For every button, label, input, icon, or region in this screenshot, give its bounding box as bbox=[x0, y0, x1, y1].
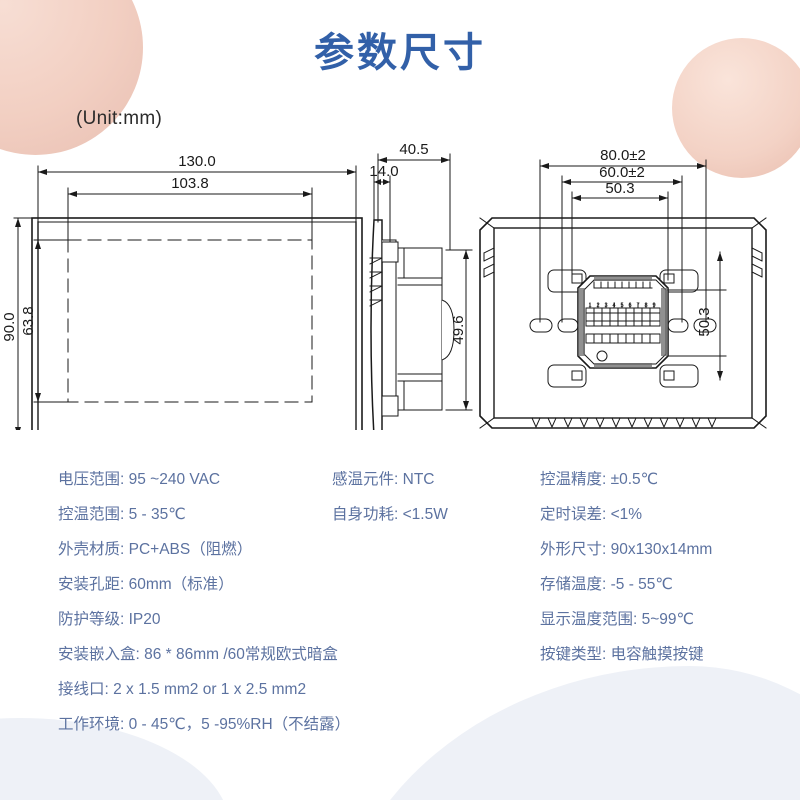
screw-slot-right-outer bbox=[693, 318, 717, 333]
spec-value: <1.5W bbox=[398, 506, 448, 523]
spec-key: 控温精度: bbox=[540, 471, 607, 488]
spec-value: 95 ~240 VAC bbox=[124, 471, 221, 488]
dim-rear-box-width: 50.3 bbox=[605, 180, 634, 197]
spec-key: 存储温度: bbox=[540, 576, 607, 593]
spec-row: 电压范围: 95 ~240 VAC bbox=[58, 462, 348, 497]
spec-row: 存储温度: -5 - 55℃ bbox=[540, 567, 790, 602]
spec-row: 按键类型: 电容触摸按键 bbox=[540, 637, 790, 672]
spec-value: ±0.5℃ bbox=[606, 471, 659, 488]
spec-value: 0 - 45℃，5 -95%RH（不结露） bbox=[124, 716, 351, 733]
svg-text:5: 5 bbox=[620, 303, 624, 309]
dim-side-backbox-height: 49.6 bbox=[450, 315, 467, 344]
dim-front-height-inner: 63.8 bbox=[20, 306, 37, 335]
dim-rear-screw-outer: 80.0±2 bbox=[600, 147, 646, 164]
svg-text:9: 9 bbox=[652, 303, 656, 309]
spec-value: 5~99℃ bbox=[637, 611, 694, 628]
spec-value: -5 - 55℃ bbox=[606, 576, 673, 593]
spec-row: 定时误差: <1% bbox=[540, 497, 790, 532]
dim-rear-screw-inner: 60.0±2 bbox=[599, 164, 645, 181]
rear-view-left-vents bbox=[483, 247, 495, 278]
front-view-outer-body bbox=[31, 217, 363, 430]
spec-row: 外形尺寸: 90x130x14mm bbox=[540, 532, 790, 567]
spec-value: IP20 bbox=[124, 611, 161, 628]
page-title: 参数尺寸 bbox=[314, 30, 486, 75]
dim-front-width-inner: 103.8 bbox=[171, 175, 209, 192]
front-view-group bbox=[13, 165, 363, 430]
spec-key: 显示温度范围: bbox=[540, 611, 638, 628]
spec-key: 接线口: bbox=[58, 681, 109, 698]
spec-key: 控温范围: bbox=[58, 506, 125, 523]
svg-text:6: 6 bbox=[628, 303, 632, 309]
spec-key: 安装嵌入盒: bbox=[58, 646, 140, 663]
spec-value: NTC bbox=[398, 471, 435, 488]
rear-view-bottom-vents bbox=[531, 417, 717, 429]
spec-row: 自身功耗: <1.5W bbox=[332, 497, 532, 532]
spec-key: 外形尺寸: bbox=[540, 541, 607, 558]
spec-key: 电压范围: bbox=[58, 471, 125, 488]
dim-rear-box-height: 50.3 bbox=[696, 307, 713, 336]
spec-key: 工作环境: bbox=[58, 716, 125, 733]
svg-text:7: 7 bbox=[636, 303, 640, 309]
spec-row: 安装嵌入盒: 86 * 86mm /60常规欧式暗盒 bbox=[58, 637, 348, 672]
terminal-block bbox=[585, 302, 661, 344]
screw-slot-left-inner bbox=[557, 318, 579, 333]
screw-slot-left-outer bbox=[529, 318, 553, 333]
spec-row: 外壳材质: PC+ABS（阻燃） bbox=[58, 532, 348, 567]
drawing-svg: 130.0 103.8 90.0 63.8 40.5 14.0 49.6 80.… bbox=[1, 141, 767, 430]
svg-text:4: 4 bbox=[612, 303, 616, 309]
svg-text:1: 1 bbox=[588, 303, 592, 309]
spec-key: 外壳材质: bbox=[58, 541, 125, 558]
spec-value: 86 * 86mm /60常规欧式暗盒 bbox=[139, 646, 338, 663]
spec-value: 电容触摸按键 bbox=[606, 646, 704, 663]
dimension-drawing: 130.0 103.8 90.0 63.8 40.5 14.0 49.6 80.… bbox=[0, 130, 800, 430]
spec-key: 安装孔距: bbox=[58, 576, 125, 593]
dim-front-width-outer: 130.0 bbox=[178, 153, 216, 170]
spec-key: 防护等级: bbox=[58, 611, 125, 628]
backbox-top-slots bbox=[593, 281, 653, 289]
dim-side-panel-thickness: 14.0 bbox=[369, 163, 398, 180]
spec-row: 防护等级: IP20 bbox=[58, 602, 348, 637]
side-view-group bbox=[369, 153, 473, 430]
spec-row: 接线口: 2 x 1.5 mm2 or 1 x 2.5 mm2 bbox=[58, 672, 348, 707]
rear-view-right-vents bbox=[751, 247, 763, 278]
svg-text:3: 3 bbox=[604, 303, 608, 309]
dim-side-depth: 40.5 bbox=[399, 141, 428, 158]
side-view-fins bbox=[369, 257, 383, 307]
spec-value: 2 x 1.5 mm2 or 1 x 2.5 mm2 bbox=[108, 681, 307, 698]
side-view-front-panel bbox=[370, 219, 383, 430]
screw-slot-right-inner bbox=[667, 318, 689, 333]
rear-view-group bbox=[479, 159, 767, 429]
spec-value: 60mm（标准） bbox=[124, 576, 234, 593]
spec-key: 感温元件: bbox=[332, 471, 399, 488]
front-view-display-area bbox=[67, 239, 313, 403]
svg-text:8: 8 bbox=[644, 303, 648, 309]
spec-row: 安装孔距: 60mm（标准） bbox=[58, 567, 348, 602]
spec-row: 工作环境: 0 - 45℃，5 -95%RH（不结露） bbox=[58, 707, 351, 742]
spec-value: <1% bbox=[606, 506, 643, 523]
spec-row: 控温范围: 5 - 35℃ bbox=[58, 497, 348, 532]
backbox-pilot-hole bbox=[596, 350, 608, 362]
spec-key: 定时误差: bbox=[540, 506, 607, 523]
spec-row: 控温精度: ±0.5℃ bbox=[540, 462, 790, 497]
spec-row: 显示温度范围: 5~99℃ bbox=[540, 602, 790, 637]
terminal-numbers: 1 2 3 4 5 6 7 8 9 bbox=[588, 303, 656, 309]
unit-label: (Unit:mm) bbox=[76, 108, 163, 129]
spec-row: 感温元件: NTC bbox=[332, 462, 532, 497]
spec-key: 按键类型: bbox=[540, 646, 607, 663]
spec-value: 90x130x14mm bbox=[606, 541, 713, 558]
svg-text:2: 2 bbox=[596, 303, 600, 309]
spec-value: PC+ABS（阻燃） bbox=[124, 541, 253, 558]
dim-front-height-outer: 90.0 bbox=[1, 312, 18, 341]
spec-key: 自身功耗: bbox=[332, 506, 399, 523]
spec-value: 5 - 35℃ bbox=[124, 506, 186, 523]
